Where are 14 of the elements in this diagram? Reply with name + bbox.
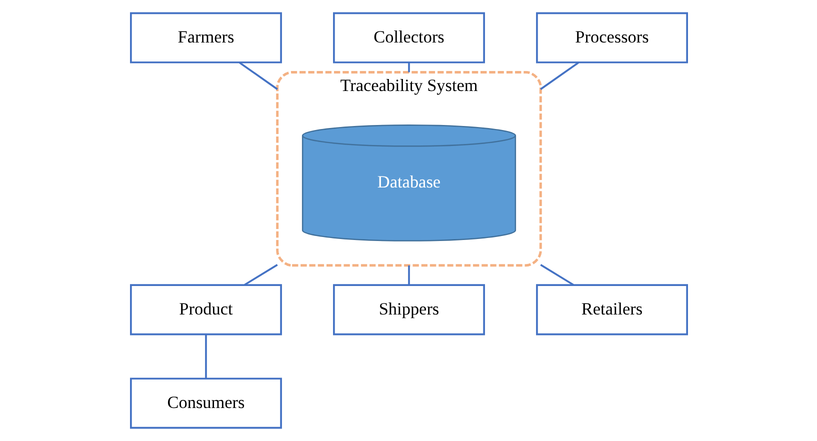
connector xyxy=(238,62,278,90)
node-box: Processors xyxy=(536,12,688,64)
connector xyxy=(540,62,579,90)
connector xyxy=(540,264,574,286)
connector xyxy=(204,334,206,378)
node-box: Retailers xyxy=(536,284,688,336)
node-box: Shippers xyxy=(332,284,484,336)
node-box: Consumers xyxy=(130,378,282,429)
node-box: Product xyxy=(130,284,282,336)
node-box: Collectors xyxy=(332,12,484,64)
node-box: Farmers xyxy=(130,12,282,64)
connector xyxy=(408,265,410,285)
connector xyxy=(408,62,410,72)
connector xyxy=(244,264,278,286)
